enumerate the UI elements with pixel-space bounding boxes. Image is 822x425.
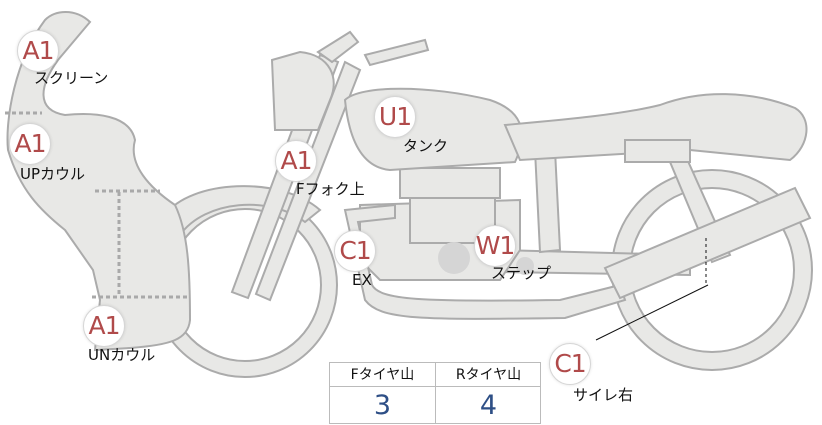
fairing	[6, 11, 192, 352]
headlight	[270, 50, 335, 131]
seat	[503, 93, 808, 162]
exhaust-label: EX	[352, 271, 372, 289]
silencer-right-code-marker[interactable]: C1	[549, 343, 591, 385]
exhaust-pipe	[343, 203, 627, 320]
rear-tire-header: Rタイヤ山	[436, 363, 541, 387]
exhaust-code-marker[interactable]: C1	[334, 230, 376, 272]
tank-code-marker[interactable]: U1	[374, 96, 416, 138]
screen-label: スクリーン	[34, 69, 109, 87]
step-code-marker[interactable]: W1	[474, 225, 516, 267]
front-tire-value[interactable]: 3	[373, 390, 392, 421]
fuel-tank	[343, 87, 523, 172]
tire-tread-table: Fタイヤ山 Rタイヤ山 3 4	[329, 362, 541, 424]
under-cowl-label: UNカウル	[88, 346, 156, 364]
silencer-right-label: サイレ右	[573, 386, 634, 404]
front-tire-header: Fタイヤ山	[330, 363, 435, 387]
screen-code-marker[interactable]: A1	[17, 30, 59, 72]
fork-upper-code-marker[interactable]: A1	[275, 140, 317, 182]
tank-label: タンク	[403, 137, 449, 155]
table-divider	[435, 363, 436, 423]
fork-upper-label: Fフォク上	[296, 180, 365, 198]
under-cowl-code-marker[interactable]: A1	[83, 305, 125, 347]
up-cowl-label: UPカウル	[20, 165, 86, 183]
up-cowl-code-marker[interactable]: A1	[9, 123, 51, 165]
rear-tire-value[interactable]: 4	[479, 390, 498, 421]
silencer	[603, 186, 812, 300]
handlebar	[316, 30, 360, 64]
step-label: ステップ	[491, 264, 552, 282]
